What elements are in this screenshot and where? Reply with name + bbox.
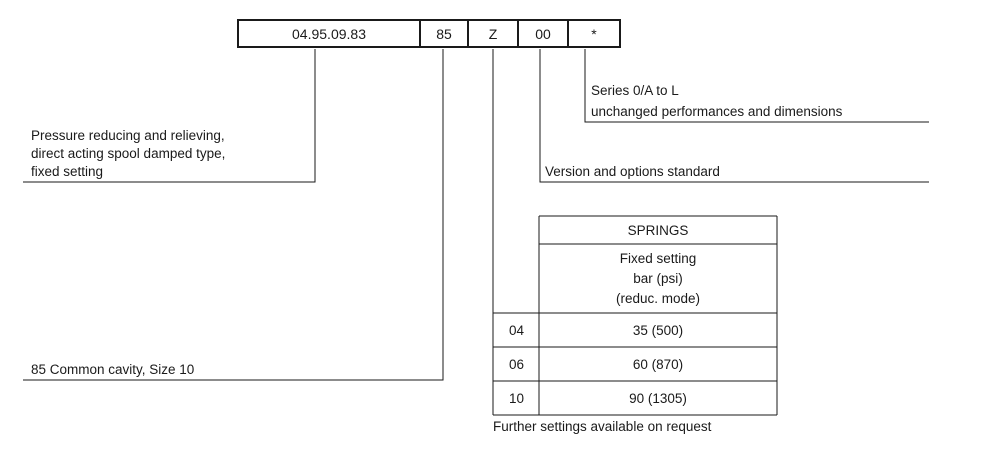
code-box-version: 00 — [519, 19, 569, 48]
springs-table-column-header: Fixed setting bar (psi) (reduc. mode) — [539, 244, 777, 313]
leader-line-cavity — [23, 49, 444, 381]
column-header-line-2: bar (psi) — [633, 270, 683, 286]
row-code-06: 06 — [509, 356, 525, 372]
leader-line-series — [584, 49, 929, 123]
type-line-2: direct acting spool damped type, — [31, 146, 226, 161]
table-row-value: 35 (500) — [539, 313, 777, 347]
cavity-description: 85 Common cavity, Size 10 — [31, 362, 195, 377]
leader-line-type — [23, 49, 316, 183]
series-line-1: Series 0/A to L — [591, 83, 679, 98]
row-value-06: 60 (870) — [632, 356, 684, 372]
row-code-10: 10 — [509, 390, 525, 406]
springs-table-title-text: SPRINGS — [627, 222, 689, 238]
row-value-10: 90 (1305) — [629, 390, 687, 406]
springs-table-grid — [492, 215, 778, 416]
code-box-cavity-text: 85 — [436, 25, 452, 42]
row-code-04: 04 — [509, 322, 525, 338]
leader-line-version — [539, 49, 929, 183]
table-row-code: 06 — [493, 347, 539, 381]
code-box-type-text: 04.95.09.83 — [292, 25, 366, 42]
table-row-code: 04 — [493, 313, 539, 347]
code-box-version-text: 00 — [535, 25, 551, 42]
column-header-line-1: Fixed setting — [619, 250, 697, 266]
code-box-type: 04.95.09.83 — [237, 19, 421, 48]
type-line-1: Pressure reducing and relieving, — [31, 128, 225, 143]
row-value-04: 35 (500) — [632, 322, 684, 338]
type-line-3: fixed setting — [31, 164, 104, 179]
code-box-spring-text: Z — [488, 25, 498, 42]
springs-table-title: SPRINGS — [539, 216, 777, 244]
version-description: Version and options standard — [545, 164, 720, 179]
table-row-code: 10 — [493, 381, 539, 415]
code-box-series-text: * — [591, 25, 597, 42]
column-header-line-3: (reduc. mode) — [615, 290, 701, 306]
code-box-series: * — [569, 19, 621, 48]
code-box-cavity: 85 — [421, 19, 469, 48]
table-row-value: 90 (1305) — [539, 381, 777, 415]
springs-table-footnote: Further settings available on request — [493, 419, 712, 434]
code-box-spring: Z — [469, 19, 519, 48]
table-row-value: 60 (870) — [539, 347, 777, 381]
series-line-2: unchanged performances and dimensions — [591, 104, 843, 119]
